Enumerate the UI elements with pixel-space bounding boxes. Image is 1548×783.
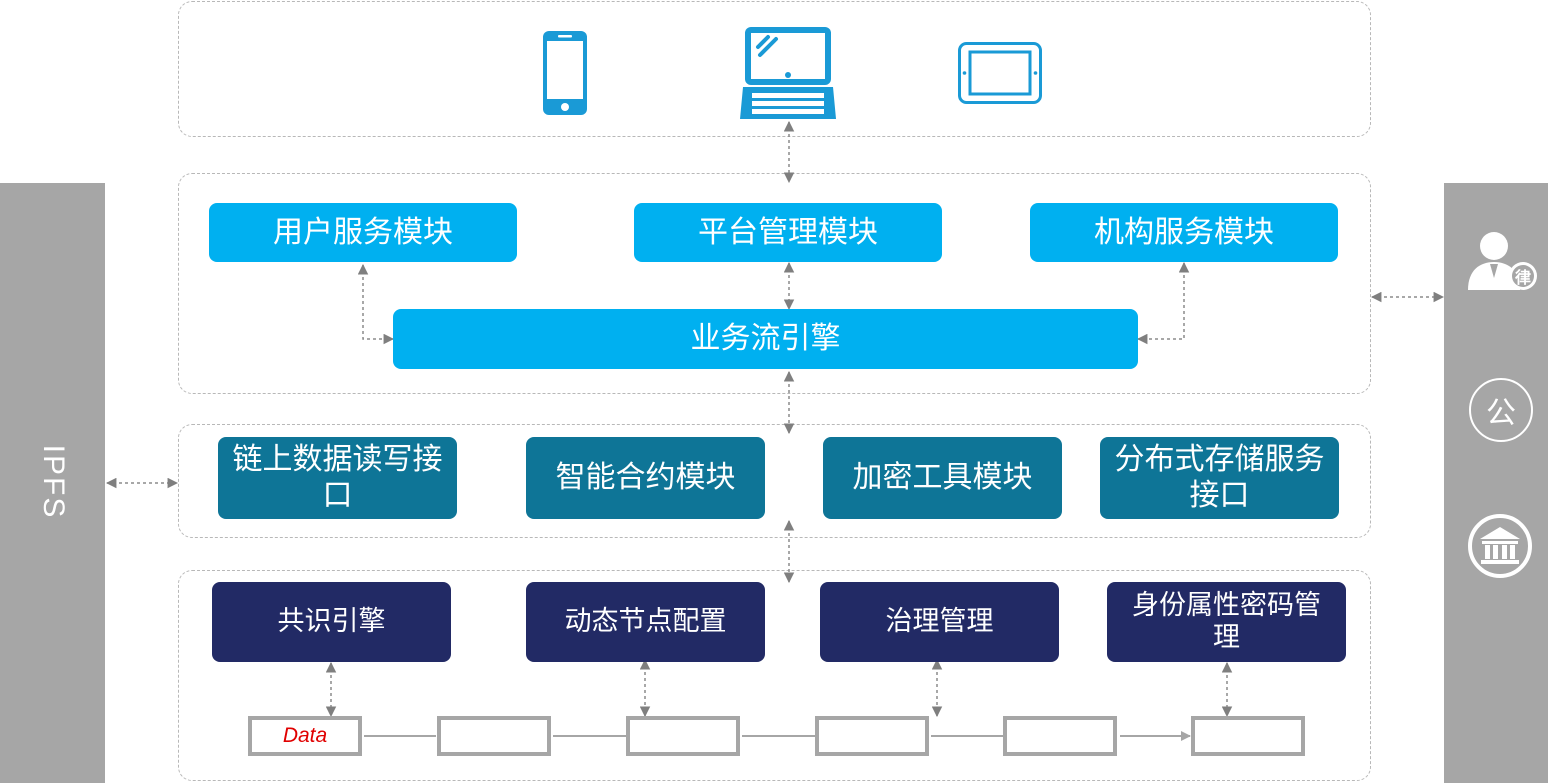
chain-block-data-label: Data <box>282 724 328 747</box>
phone-icon <box>543 31 587 115</box>
application-layer-frame <box>178 173 1371 394</box>
device-layer-frame <box>178 1 1371 137</box>
chain-block <box>815 716 929 756</box>
chain-block <box>626 716 740 756</box>
business-flow-engine[interactable]: 业务流引擎 <box>393 309 1138 369</box>
core-layer-frame <box>178 570 1371 781</box>
notary-icon-char: 公 <box>1486 396 1516 431</box>
governance-management[interactable]: 治理管理 <box>820 582 1059 662</box>
smart-contract-module[interactable]: 智能合约模块 <box>526 437 765 519</box>
ipfs-label: IPFS <box>37 444 70 520</box>
ipfs-panel <box>0 183 105 783</box>
chain-block: Data <box>248 716 362 756</box>
lawyer-icon-char: 律 <box>1515 268 1531 287</box>
identity-attribute-key-management[interactable]: 身份属性密码管理 <box>1107 582 1346 662</box>
bank-icon <box>1468 514 1532 578</box>
chain-block <box>1003 716 1117 756</box>
tablet-icon <box>958 42 1042 104</box>
chain-block <box>1191 716 1305 756</box>
notary-icon: 公 <box>1469 378 1533 442</box>
laptop-icon <box>740 27 836 119</box>
crypto-tools-module[interactable]: 加密工具模块 <box>823 437 1062 519</box>
institution-service-module[interactable]: 机构服务模块 <box>1030 203 1338 262</box>
platform-management-module[interactable]: 平台管理模块 <box>634 203 942 262</box>
user-service-module[interactable]: 用户服务模块 <box>209 203 517 262</box>
onchain-data-rw-interface[interactable]: 链上数据读写接口 <box>218 437 457 519</box>
dynamic-node-config[interactable]: 动态节点配置 <box>526 582 765 662</box>
interface-layer-frame <box>178 424 1371 538</box>
consensus-engine[interactable]: 共识引擎 <box>212 582 451 662</box>
distributed-storage-interface[interactable]: 分布式存储服务接口 <box>1100 437 1339 519</box>
chain-block <box>437 716 551 756</box>
lawyer-icon: 律 <box>1468 232 1537 290</box>
